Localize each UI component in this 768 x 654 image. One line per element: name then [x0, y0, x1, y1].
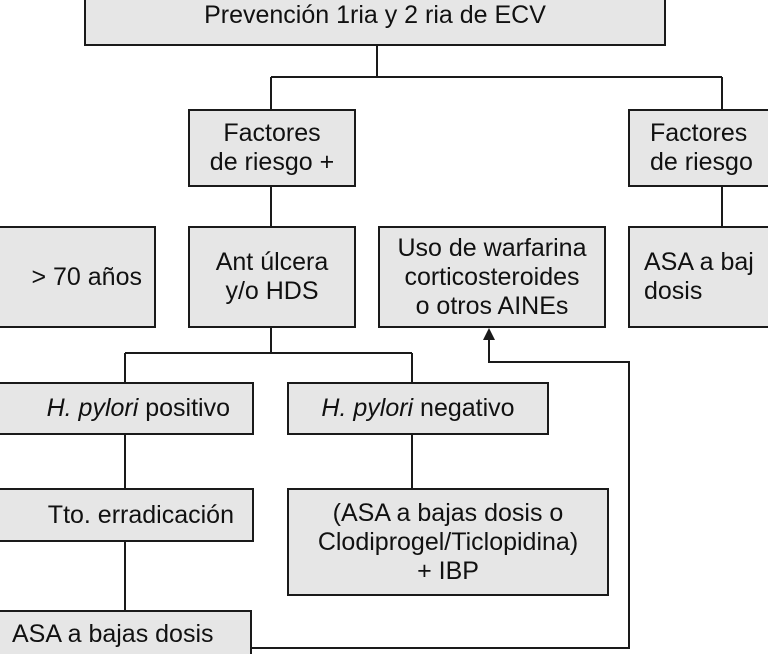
box-asa-low-dose-right-line1: ASA a baj: [644, 248, 754, 276]
box-risk-factors-negative: Factores de riesgo: [628, 109, 768, 187]
box-h-pylori-positive-rest: positivo: [138, 394, 230, 422]
box-h-pylori-negative-rest: negativo: [413, 394, 515, 422]
box-risk-factors-positive-line2: de riesgo +: [209, 148, 335, 176]
box-h-pylori-positive-text: H. pylori positivo: [47, 394, 230, 423]
box-risk-factors-negative-line1: Factores: [650, 119, 748, 147]
box-asa-clopidogrel-ibp-line3: + IBP: [417, 556, 479, 585]
box-risk-factors-positive: Factores de riesgo +: [188, 109, 356, 187]
box-h-pylori-positive-italic: H. pylori: [46, 394, 139, 422]
box-age-over-70: > 70 años: [0, 226, 156, 328]
box-h-pylori-negative-text: H. pylori negativo: [321, 394, 514, 423]
box-cvd-prevention-line1: Prevención 1ria y 2 ria de ECV: [204, 1, 546, 29]
box-asa-low-dose-right-line2: dosis: [644, 277, 703, 305]
box-ulcer-history: Ant úlcera y/o HDS: [188, 226, 356, 328]
box-h-pylori-negative: H. pylori negativo: [287, 382, 549, 435]
box-ulcer-history-line1: Ant úlcera: [215, 248, 329, 276]
box-asa-clopidogrel-ibp-line2: Clodiprogel/Ticlopidina): [317, 527, 579, 556]
box-cvd-prevention: Prevención 1ria y 2 ria de ECV: [84, 0, 666, 46]
box-h-pylori-positive: H. pylori positivo: [0, 382, 254, 435]
box-asa-clopidogrel-ibp-line1: (ASA a bajas dosis o: [332, 498, 564, 527]
box-eradication-treatment-line1: Tto. erradicación: [47, 500, 234, 529]
box-eradication-treatment: Tto. erradicación: [0, 488, 254, 542]
box-asa-low-dose-right: ASA a baj dosis: [628, 226, 768, 328]
box-warfarin-use: Uso de warfarina corticosteroides o otro…: [378, 226, 606, 328]
box-asa-low-dose-line1: ASA a bajas dosis: [12, 620, 214, 648]
box-asa-low-dose: ASA a bajas dosis: [0, 610, 252, 654]
box-risk-factors-positive-line1: Factores: [223, 119, 321, 147]
box-warfarin-use-line2: corticosteroides: [404, 262, 580, 291]
box-age-over-70-line1: > 70 años: [31, 262, 142, 291]
connector-feedback-loop: [252, 338, 630, 649]
box-asa-clopidogrel-ibp: (ASA a bajas dosis o Clodiprogel/Ticlopi…: [287, 488, 609, 596]
box-h-pylori-negative-italic: H. pylori: [321, 394, 414, 422]
box-ulcer-history-line2: y/o HDS: [225, 277, 319, 305]
box-warfarin-use-line3: o otros AINEs: [415, 291, 569, 320]
box-warfarin-use-line1: Uso de warfarina: [397, 233, 587, 262]
arrow-head-up: [483, 328, 495, 340]
box-risk-factors-negative-line2: de riesgo: [650, 148, 753, 176]
